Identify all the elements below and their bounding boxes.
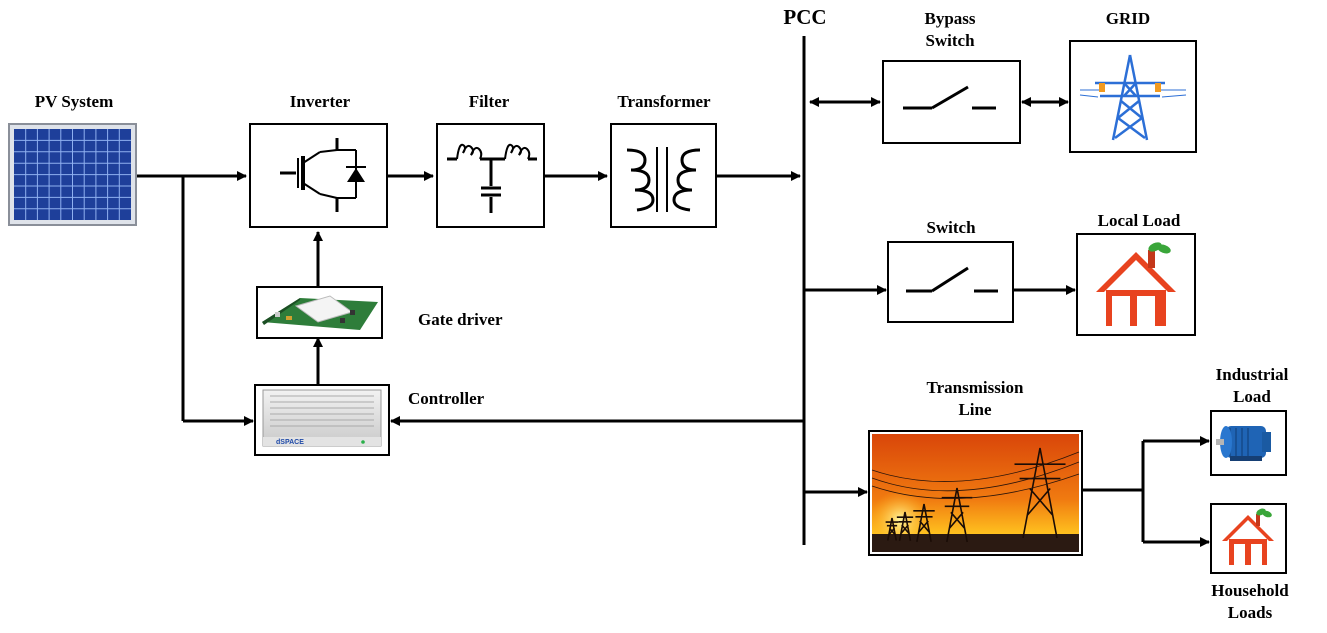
switch-icon [903, 85, 996, 110]
industrial-load-label-line1: Industrial [1215, 365, 1289, 384]
igbt-diode-icon [280, 138, 366, 212]
switch-block [887, 241, 1014, 323]
pv-system-label: PV System [34, 92, 114, 111]
gate-driver-label: Gate driver [418, 310, 503, 329]
circuit-board-icon [262, 295, 378, 330]
bypass-switch-label-line2: Switch [925, 31, 975, 50]
inverter-block [249, 123, 388, 228]
electric-motor-icon [1216, 426, 1271, 461]
rack-unit-icon [262, 389, 382, 447]
connection-lines [137, 97, 1210, 547]
sunset-power-lines-icon [870, 434, 1080, 552]
transmission-tower-icon [1079, 54, 1187, 141]
bypass-switch-label: Bypass Switch [900, 8, 1000, 52]
gate-driver-block [256, 286, 383, 339]
bypass-switch-label-line1: Bypass [924, 9, 976, 28]
local-load-block [1076, 233, 1196, 336]
house-icon [1222, 508, 1274, 565]
household-loads-label-line1: Household [1211, 581, 1289, 600]
inverter-label: Inverter [289, 92, 351, 111]
transmission-line-label-line1: Transmission [926, 378, 1024, 397]
switch-label: Switch [926, 218, 976, 237]
industrial-load-label: Industrial Load [1192, 364, 1312, 408]
transmission-line-label-line2: Line [958, 400, 992, 419]
filter-label: Filter [468, 92, 510, 111]
solar-panel-icon [8, 123, 137, 226]
bypass-switch-block [882, 60, 1021, 144]
controller-brand: dSPACE [276, 439, 304, 446]
controller-label: Controller [408, 389, 485, 408]
household-loads-block [1210, 503, 1287, 574]
lc-filter-icon [447, 143, 537, 213]
transmission-line-block [868, 430, 1083, 556]
industrial-load-label-line2: Load [1233, 387, 1271, 406]
transmission-line-label: Transmission Line [896, 377, 1054, 421]
local-load-label: Local Load [1097, 211, 1181, 230]
switch-icon [906, 266, 998, 293]
household-loads-label: Household Loads [1190, 580, 1310, 624]
industrial-load-block [1210, 410, 1287, 476]
filter-block [436, 123, 545, 228]
transformer-label: Transformer [617, 92, 711, 111]
grid-block [1069, 40, 1197, 153]
grid-label: GRID [1105, 9, 1151, 28]
transformer-block [610, 123, 717, 228]
pcc-label: PCC [783, 5, 827, 29]
controller-block: dSPACE [254, 384, 390, 456]
house-icon [1096, 242, 1176, 326]
transformer-coils-icon [626, 147, 701, 212]
household-loads-label-line2: Loads [1227, 603, 1273, 622]
